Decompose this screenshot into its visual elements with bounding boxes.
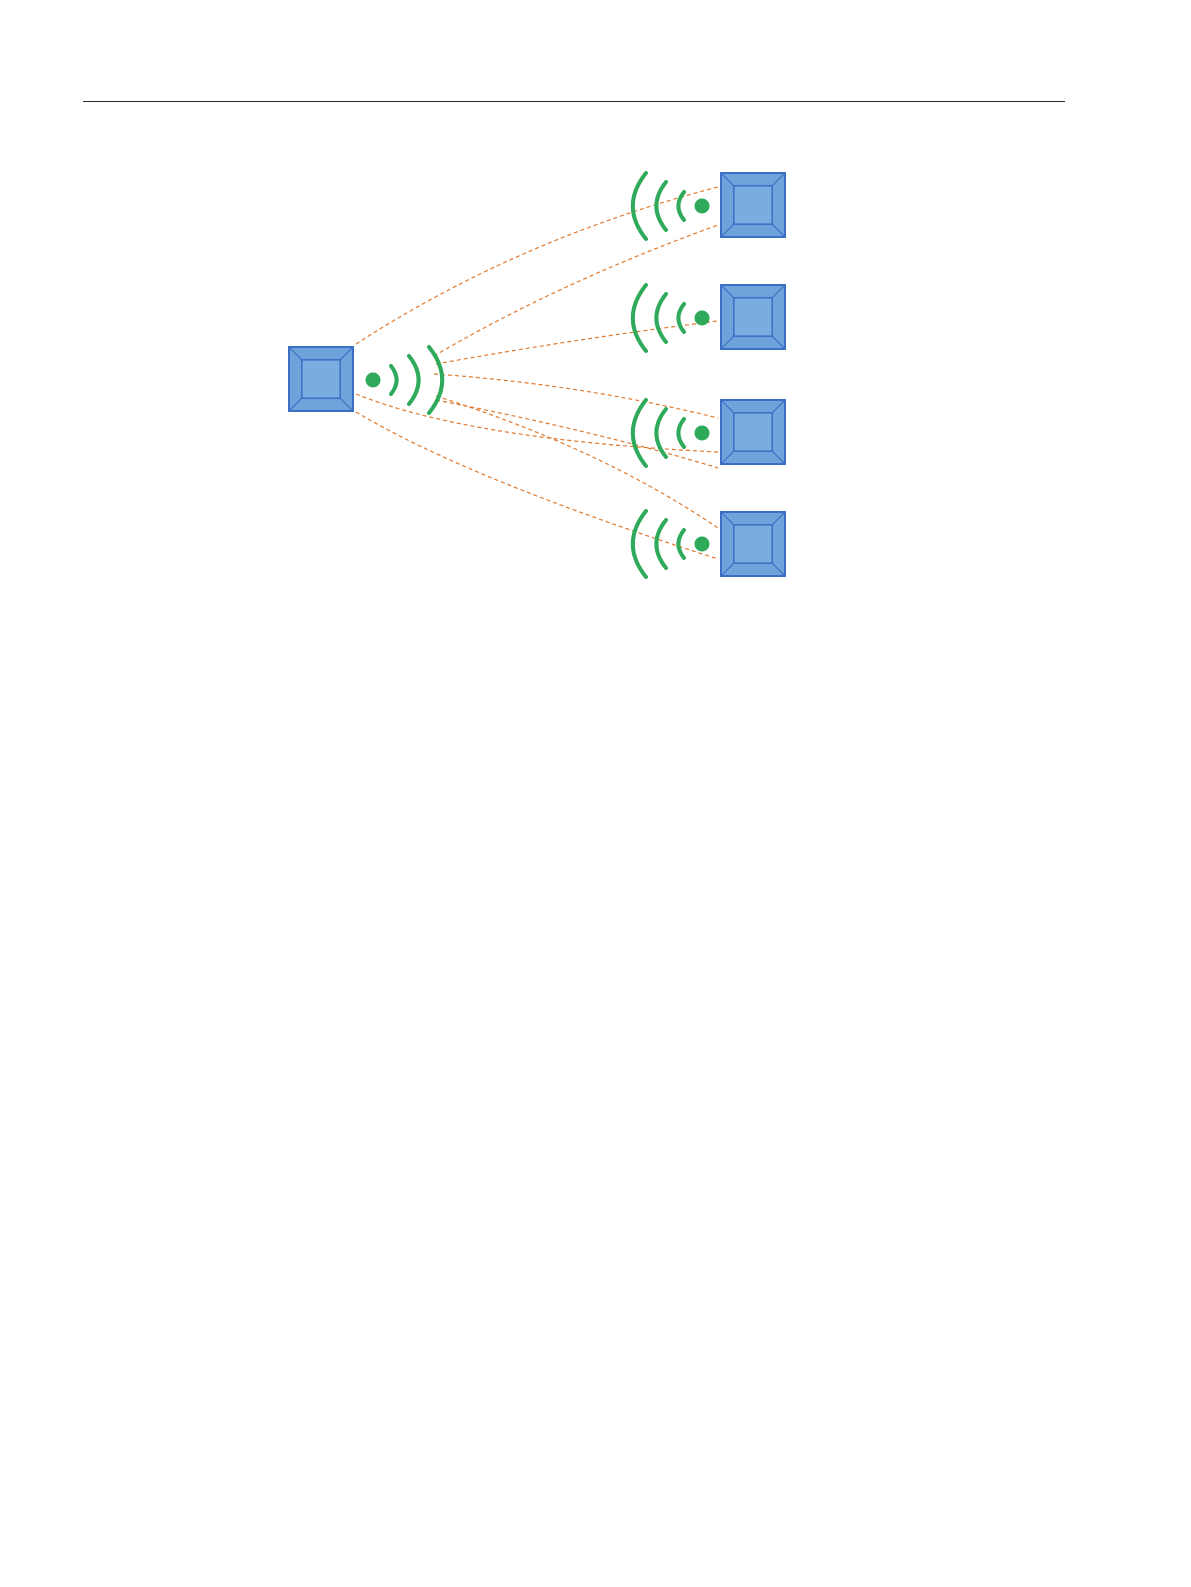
rx3-device [721,400,785,464]
rx4-signal-icon [633,511,710,577]
rx2-signal-icon [633,285,710,351]
links-layer [356,187,718,559]
rx1-signal-icon [633,173,710,239]
rx4-device [721,512,785,576]
link-tx-to-rx2 [436,321,718,364]
rx1-device [721,173,785,237]
tx-signal-icon [366,347,443,413]
link-tx-to-rx1 [356,187,718,344]
link-tx-to-rx4 [436,396,718,528]
link-tx-to-rx3 [434,374,718,418]
rx3-signal-icon [633,400,710,466]
link-tx-to-rx4 [356,412,718,559]
rx2-device [721,285,785,349]
link-tx-to-rx1 [434,225,718,356]
nodes-layer [289,173,785,577]
tx-device [289,347,353,411]
